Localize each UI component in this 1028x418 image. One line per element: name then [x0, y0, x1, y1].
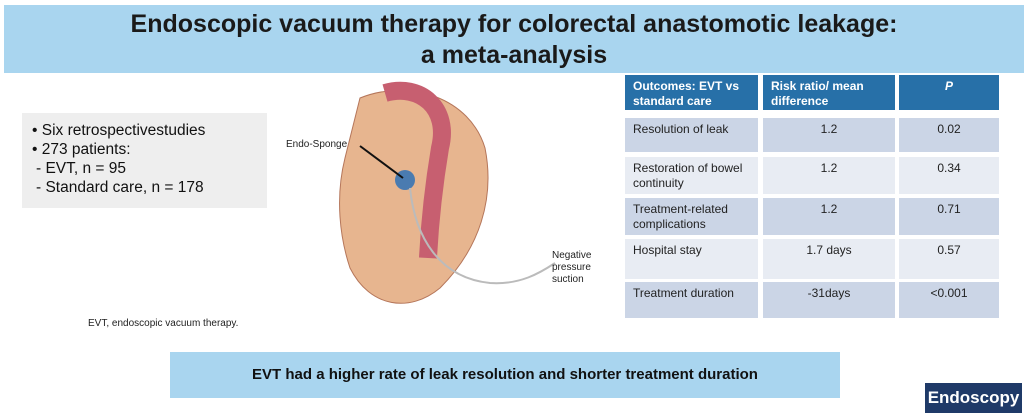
colon-shape: [382, 81, 451, 259]
table-cell: 0.57: [899, 239, 999, 279]
abbreviation-caption: EVT, endoscopic vacuum therapy.: [88, 318, 239, 329]
table-cell: 1.2: [763, 118, 895, 152]
table-cell: 1.2: [763, 157, 895, 194]
table-cell: 1.2: [763, 198, 895, 235]
table-cell: Treatment duration: [625, 282, 758, 318]
table-cell: <0.001: [899, 282, 999, 318]
sponge: [395, 170, 415, 190]
fact: - Standard care, n = 178: [36, 179, 204, 196]
table-cell: 1.7 days: [763, 239, 895, 279]
title-banner: Endoscopic vacuum therapy for colorectal…: [4, 5, 1024, 73]
study-facts: • Six retrospectivestudies • 273 patient…: [22, 113, 267, 208]
title-line2: a meta-analysis: [420, 41, 608, 69]
suction-label-line: Negative: [552, 250, 592, 261]
suction-label-line: suction: [552, 274, 584, 285]
sponge-pointer: [359, 145, 404, 179]
endo-sponge-label: Endo-Sponge: [286, 139, 348, 150]
table-cell: 0.34: [899, 157, 999, 194]
table-cell: Treatment-related complications: [625, 198, 758, 235]
table-cell: Restoration of bowel continuity: [625, 157, 758, 194]
suction-tube: [409, 187, 556, 285]
endoscopy-logo: Endoscopy: [925, 383, 1022, 413]
table-cell: 0.71: [899, 198, 999, 235]
header-p: P: [899, 75, 999, 110]
table-cell: 0.02: [899, 118, 999, 152]
header-risk-ratio: Risk ratio/ mean difference: [763, 75, 895, 110]
fact: • 273 patients:: [32, 141, 131, 158]
table-cell: Resolution of leak: [625, 118, 758, 152]
header-outcomes: Outcomes: EVT vs standard care: [625, 75, 758, 110]
conclusion-banner: EVT had a higher rate of leak resolution…: [170, 352, 840, 398]
title-line1: Endoscopic vacuum therapy for colorectal…: [130, 10, 898, 38]
fact: - EVT, n = 95: [36, 160, 127, 177]
table-cell: Hospital stay: [625, 239, 758, 279]
anatomy-illustration: [339, 81, 556, 304]
fact: • Six retrospectivestudies: [32, 122, 206, 139]
pelvis-shape: [339, 89, 489, 304]
table-cell: -31days: [763, 282, 895, 318]
suction-label: Negative pressure suction: [552, 250, 591, 286]
suction-label-line: pressure: [552, 262, 591, 273]
